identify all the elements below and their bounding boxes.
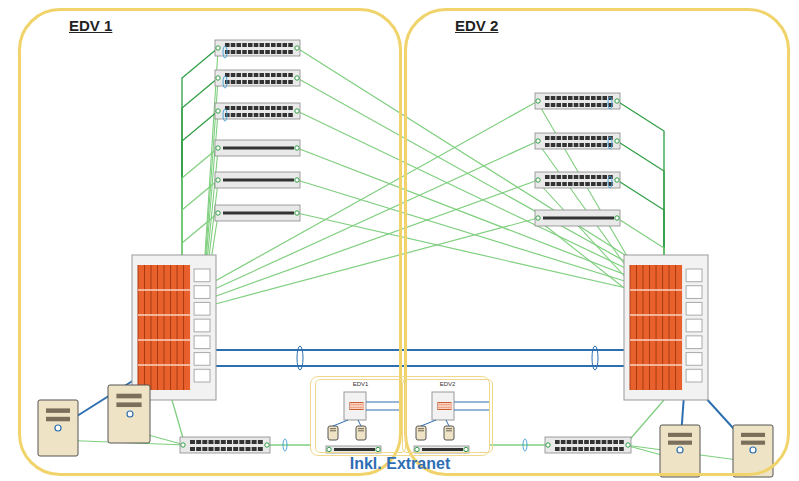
site-label: EDV 2 xyxy=(455,17,498,34)
server-symbol xyxy=(38,400,78,456)
server-symbol xyxy=(416,426,426,440)
cable xyxy=(358,420,361,426)
cable xyxy=(617,141,664,273)
inset-caption: Inkl. Extranet xyxy=(311,455,489,473)
switch-symbol xyxy=(215,40,300,56)
cable xyxy=(297,78,644,272)
switch-symbol xyxy=(215,205,300,221)
cable xyxy=(421,420,436,426)
mini-site-box: EDV1 xyxy=(315,379,406,453)
cable xyxy=(212,365,628,367)
server-symbol xyxy=(328,426,338,440)
switch-symbol xyxy=(535,93,620,109)
site-label: EDV1 xyxy=(316,381,405,388)
cable xyxy=(454,410,490,411)
server-symbol xyxy=(660,425,700,477)
switch-symbol xyxy=(215,140,300,156)
mini-site-box: EDV2 xyxy=(402,379,493,453)
switch-symbol xyxy=(215,103,300,119)
switch-symbol xyxy=(535,210,620,226)
cable xyxy=(446,420,449,426)
switch-symbol xyxy=(215,70,300,86)
switch-symbol xyxy=(535,133,620,149)
switch-symbol xyxy=(215,172,300,188)
cable xyxy=(538,182,638,291)
server-symbol xyxy=(444,426,454,440)
extranet-inset: Inkl. ExtranetEDV1EDV2 xyxy=(310,376,490,456)
site-label: EDV 1 xyxy=(69,17,112,34)
site-region: EDV 2 xyxy=(404,8,790,476)
cable xyxy=(208,141,538,292)
cable xyxy=(454,402,490,403)
site-region: EDV 1 xyxy=(18,8,402,476)
core-chassis xyxy=(624,255,708,400)
cable xyxy=(208,218,538,306)
switch-symbol xyxy=(326,446,381,453)
cable xyxy=(208,180,538,299)
core-chassis xyxy=(344,392,366,420)
cable xyxy=(297,148,644,282)
server-symbol xyxy=(356,426,366,440)
cable xyxy=(538,220,638,299)
cable xyxy=(366,410,402,411)
cable xyxy=(490,444,545,445)
server-symbol xyxy=(108,385,150,443)
server-symbol xyxy=(733,425,773,477)
cable xyxy=(297,48,644,267)
cable xyxy=(538,103,638,275)
cable xyxy=(270,444,310,445)
switch-symbol xyxy=(180,437,270,453)
cable xyxy=(366,402,402,403)
cable xyxy=(333,420,348,426)
switch-symbol xyxy=(414,446,469,453)
core-chassis xyxy=(132,255,216,400)
switch-symbol xyxy=(535,172,620,188)
cable xyxy=(208,101,538,285)
site-label: EDV2 xyxy=(403,381,492,388)
switch-symbol xyxy=(545,437,631,453)
core-chassis xyxy=(432,392,454,420)
cable xyxy=(212,349,628,351)
mini-site xyxy=(414,392,490,453)
mini-site xyxy=(326,392,402,453)
